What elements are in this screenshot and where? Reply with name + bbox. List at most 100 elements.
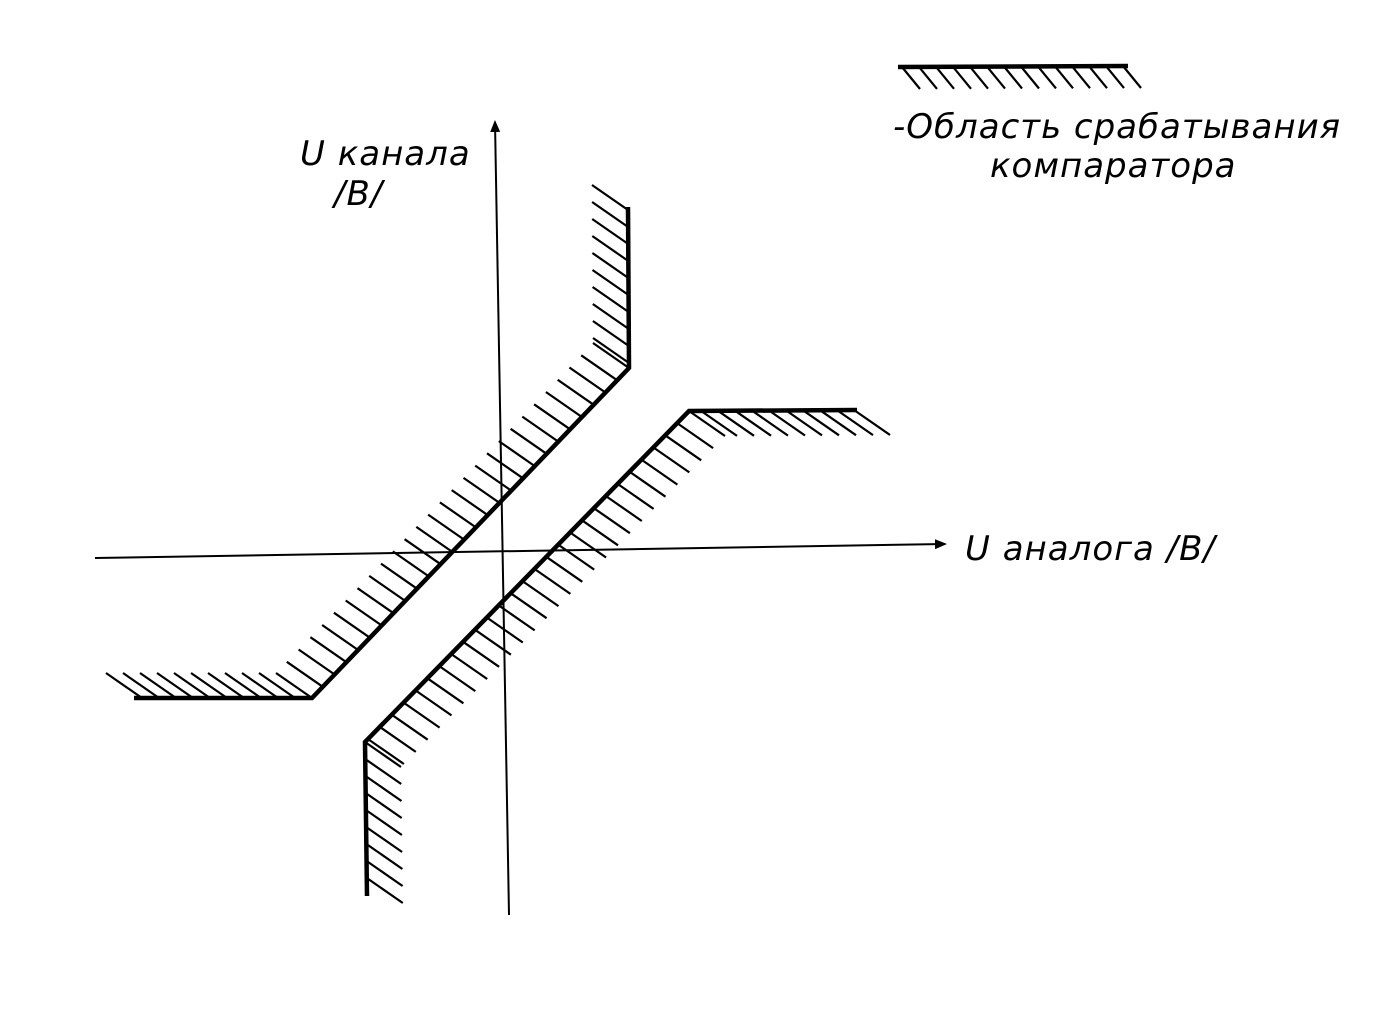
hatch-stroke: [462, 640, 500, 668]
hatch-stroke: [591, 218, 629, 245]
hatch-stroke: [969, 66, 989, 90]
hatch-stroke: [592, 337, 630, 364]
hatch-stroke: [105, 672, 143, 699]
hatch-stroke: [498, 440, 536, 468]
y-axis-unit: /B/: [331, 174, 386, 214]
hatch-stroke: [139, 672, 177, 699]
hatch-stroke: [1088, 65, 1108, 89]
hatch-stroke: [474, 464, 512, 492]
hatch-stroke: [918, 66, 938, 90]
hatch-stroke: [509, 427, 548, 455]
hatch-stroke: [391, 713, 429, 741]
hatch-stroke: [275, 672, 313, 699]
hatch-stroke: [676, 422, 714, 450]
hatch-stroke: [365, 809, 403, 836]
hatch-stroke: [557, 543, 595, 571]
legend-text-line1: -Область срабатывания: [893, 107, 1341, 147]
hatch-stroke: [628, 470, 667, 498]
hatch-stroke: [533, 567, 572, 595]
lower-boundary-line: [362, 407, 858, 897]
hatch-stroke: [545, 555, 583, 583]
hatch-stroke: [392, 550, 430, 578]
hatch-stroke: [836, 409, 874, 437]
hatch-stroke: [768, 409, 806, 437]
hatch-stroke: [664, 434, 702, 462]
hatch-stroke: [616, 482, 655, 510]
hatch-stroke: [581, 519, 619, 547]
hatch-stroke: [1037, 65, 1057, 90]
hatch-stroke: [450, 653, 488, 680]
hatch-stroke: [379, 725, 417, 753]
hatch-stroke: [591, 201, 629, 228]
hatch-stroke: [568, 366, 607, 394]
hatch-stroke: [751, 409, 789, 437]
hatch-stroke: [498, 604, 536, 632]
hatch-stroke: [580, 354, 618, 382]
hatch-stroke: [368, 574, 406, 602]
hatch-stroke: [367, 738, 405, 765]
legend-hatching: [901, 65, 1142, 90]
hatch-stroke: [190, 672, 228, 699]
hatch-stroke: [853, 409, 891, 436]
lower-boundary-hatching: [364, 409, 891, 904]
hatch-stroke: [364, 741, 402, 768]
legend-hatch-line: [897, 63, 1129, 70]
hatch-stroke: [380, 562, 418, 590]
hatch-stroke: [366, 877, 404, 904]
hatch-stroke: [521, 415, 559, 443]
x-axis-label: U аналога /B/: [965, 529, 1218, 569]
hatch-stroke: [356, 587, 395, 615]
hatch-stroke: [591, 269, 630, 296]
hatch-stroke: [592, 320, 630, 347]
hatch-stroke: [486, 616, 524, 644]
hatch-stroke: [1020, 65, 1040, 90]
hatch-stroke: [364, 775, 403, 802]
hatch-stroke: [414, 689, 453, 717]
hatch-stroke: [802, 409, 840, 437]
upper-boundary-line: [134, 206, 632, 701]
hatch-stroke: [156, 672, 194, 699]
hatch-stroke: [1105, 65, 1125, 89]
hatch-stroke: [652, 446, 690, 474]
hatch-stroke: [321, 624, 359, 651]
hatch-stroke: [986, 65, 1006, 90]
hatch-stroke: [1071, 65, 1091, 89]
hatch-stroke: [427, 513, 465, 541]
hatch-stroke: [785, 409, 823, 437]
hatch-stroke: [207, 672, 245, 699]
hatch-stroke: [224, 672, 262, 699]
hatch-stroke: [521, 580, 560, 608]
hatch-stroke: [591, 184, 629, 211]
y-axis-label: U канала: [300, 134, 471, 174]
hatch-stroke: [486, 452, 524, 480]
hatch-stroke: [591, 286, 630, 313]
hatch-stroke: [415, 525, 453, 553]
hatch-stroke: [365, 843, 404, 870]
hatch-stroke: [438, 665, 476, 693]
hatch-stroke: [309, 636, 348, 664]
hatch-stroke: [734, 409, 772, 437]
hatch-stroke: [819, 409, 857, 437]
hatch-stroke: [688, 410, 726, 437]
hatch-stroke: [700, 409, 738, 437]
hatch-stroke: [1003, 65, 1023, 90]
hatch-stroke: [591, 252, 630, 279]
hatch-stroke: [365, 792, 403, 819]
hatch-stroke: [122, 672, 160, 699]
hatch-stroke: [439, 501, 477, 529]
hatch-stroke: [509, 592, 548, 620]
hatch-stroke: [533, 403, 571, 431]
hatch-stroke: [717, 409, 755, 437]
hatch-stroke: [403, 538, 442, 566]
hatch-stroke: [592, 303, 630, 330]
hatch-stroke: [901, 66, 921, 90]
hatch-stroke: [462, 476, 501, 504]
hatch-stroke: [605, 495, 643, 522]
hatch-stroke: [557, 378, 595, 406]
hatch-stroke: [451, 489, 489, 517]
hatch-stroke: [474, 628, 512, 656]
hatch-stroke: [545, 391, 583, 418]
upper-boundary-hatching: [105, 184, 630, 699]
hatch-stroke: [592, 342, 630, 369]
